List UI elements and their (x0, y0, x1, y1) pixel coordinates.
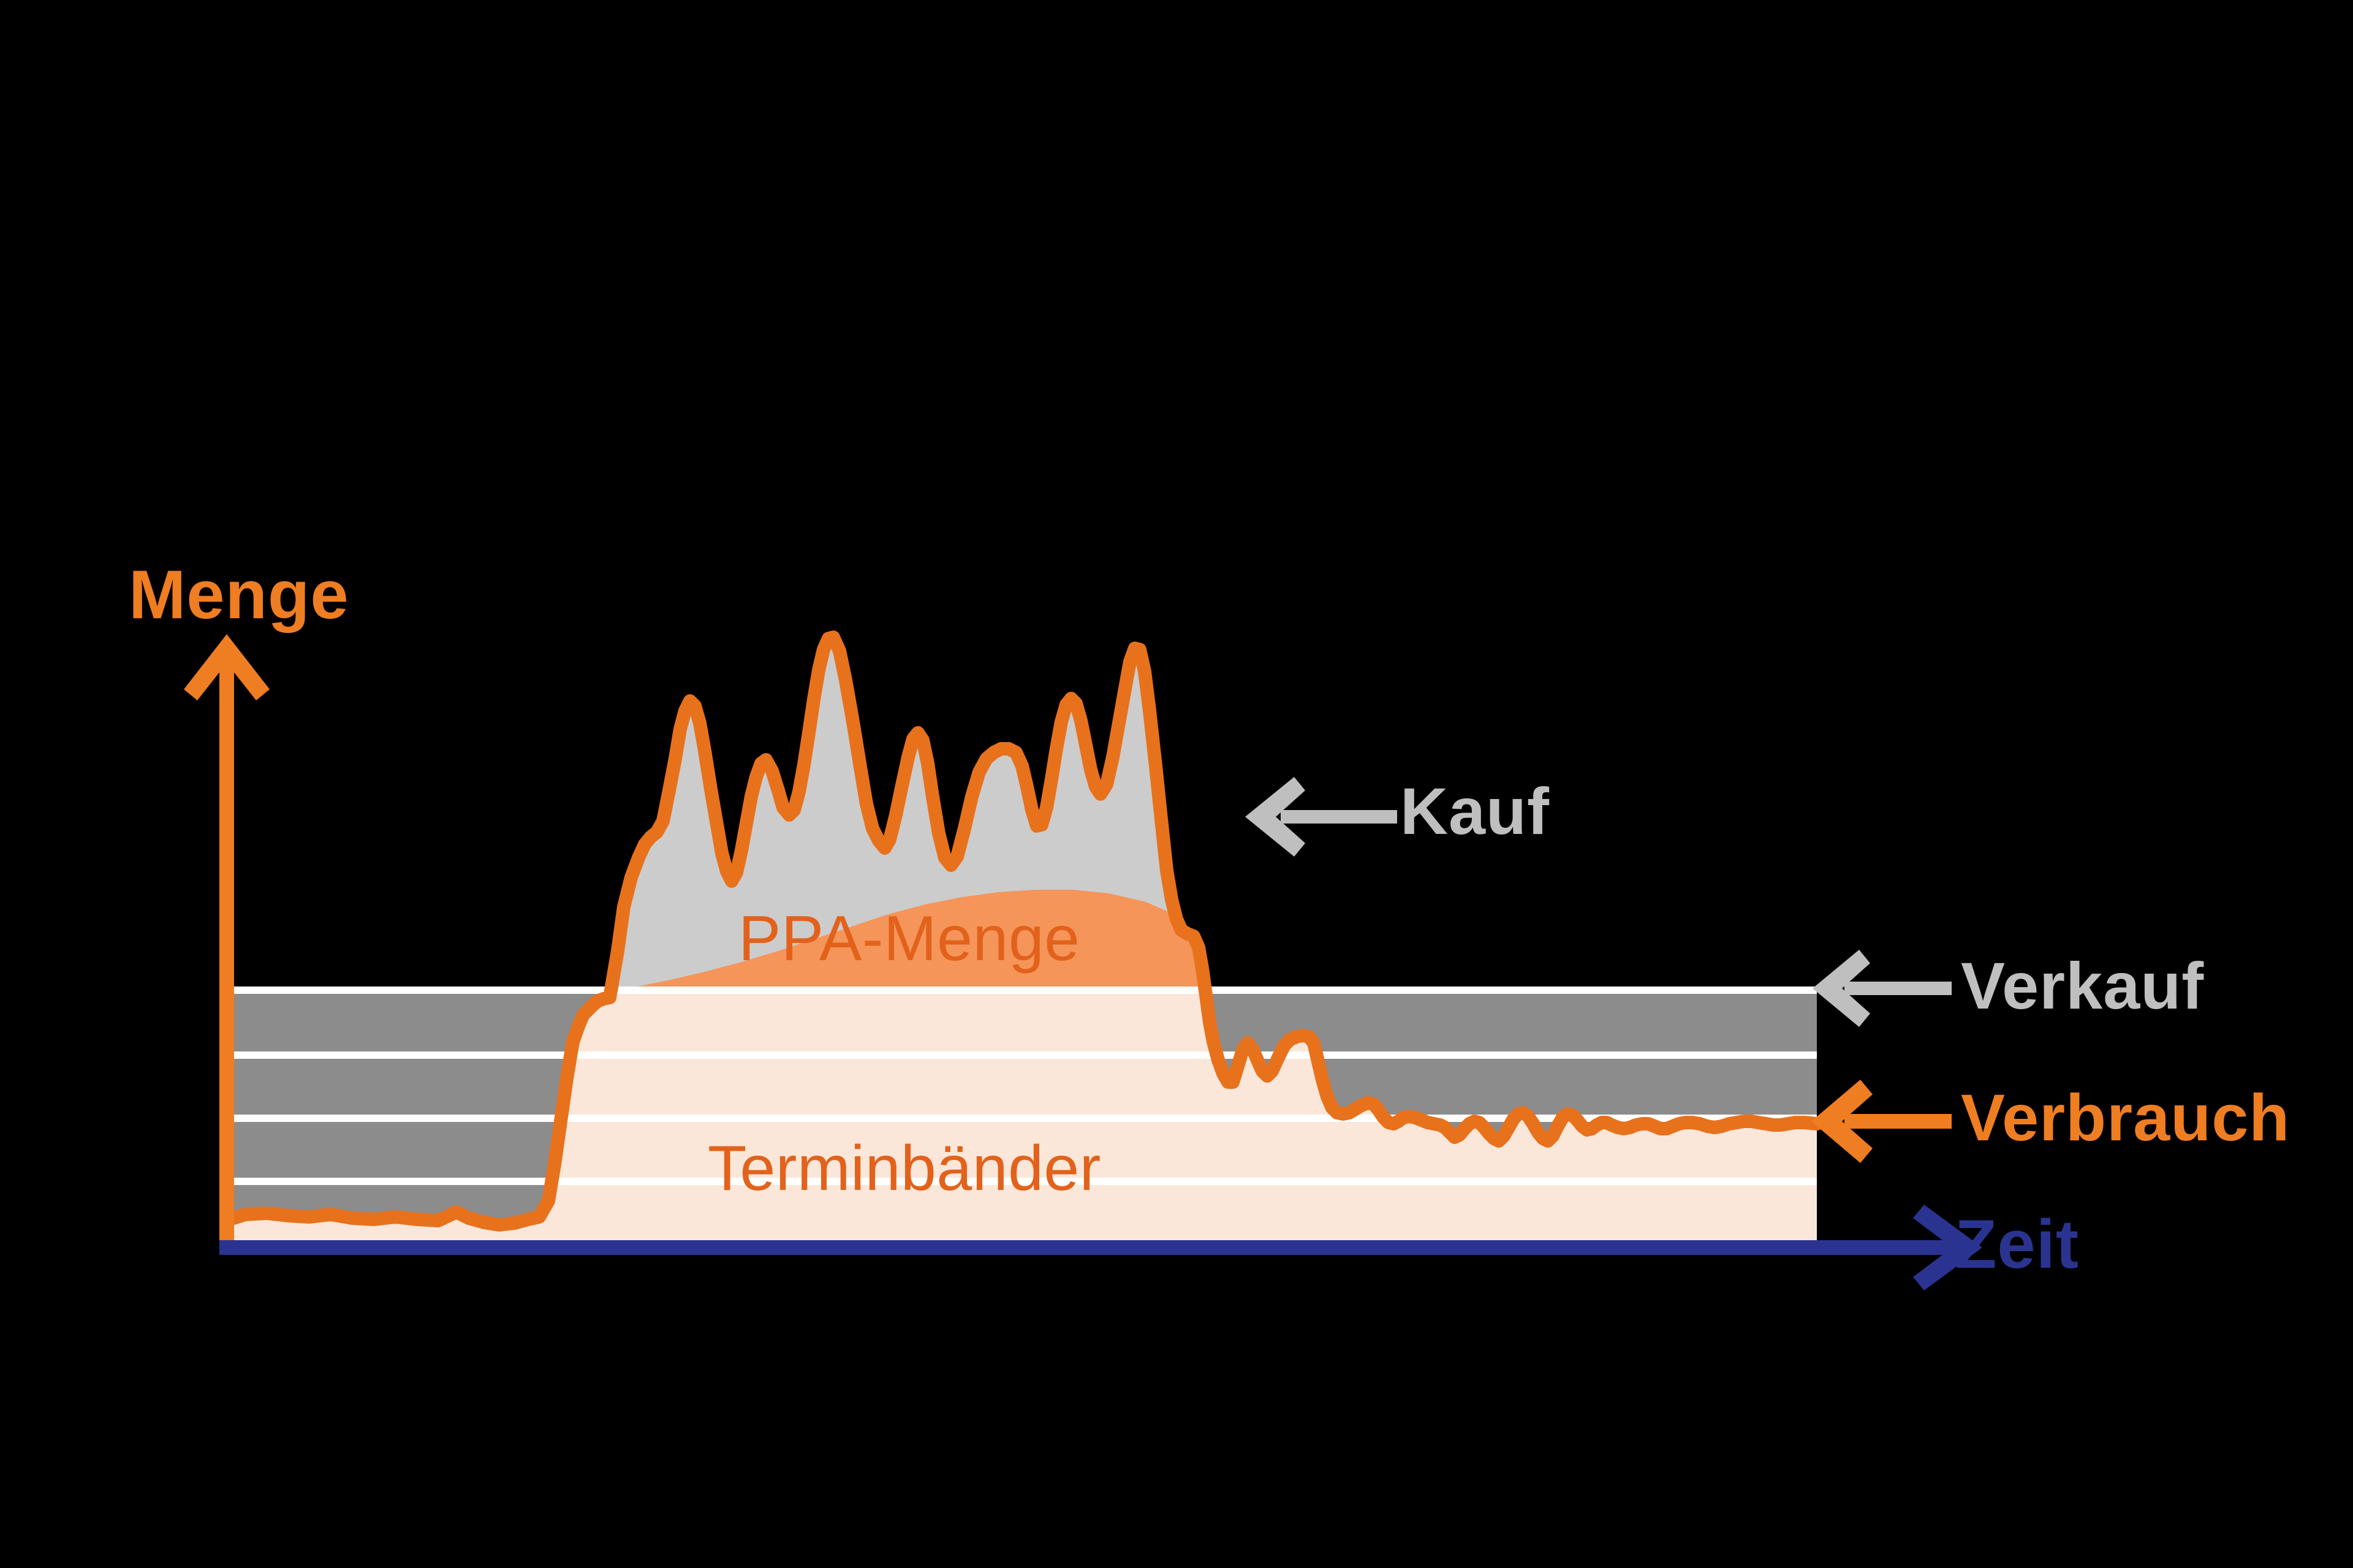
y-axis-arrow (184, 634, 270, 1247)
x-axis-arrow (219, 1205, 1982, 1290)
x-axis-label: Zeit (1955, 1206, 2080, 1282)
kauf-arrow-icon (1245, 777, 1397, 857)
annotation-label-verbrauch: Verbrauch (1961, 1080, 2290, 1154)
area-label-terminbaender: Terminbänder (708, 1133, 1101, 1204)
annotation-label-verkauf: Verkauf (1961, 949, 2205, 1023)
y-axis-label: Menge (129, 556, 349, 633)
gridlines (230, 987, 1817, 1185)
ppa-menge-area (601, 890, 1278, 994)
annotation-label-kauf: Kauf (1400, 774, 1550, 848)
lastgang-line (223, 631, 1824, 1232)
verbrauch-arrow-icon (1811, 1080, 1952, 1163)
area-label-ppa-menge: PPA-Menge (738, 903, 1080, 974)
verkauf-arrow-icon (1813, 950, 1952, 1027)
